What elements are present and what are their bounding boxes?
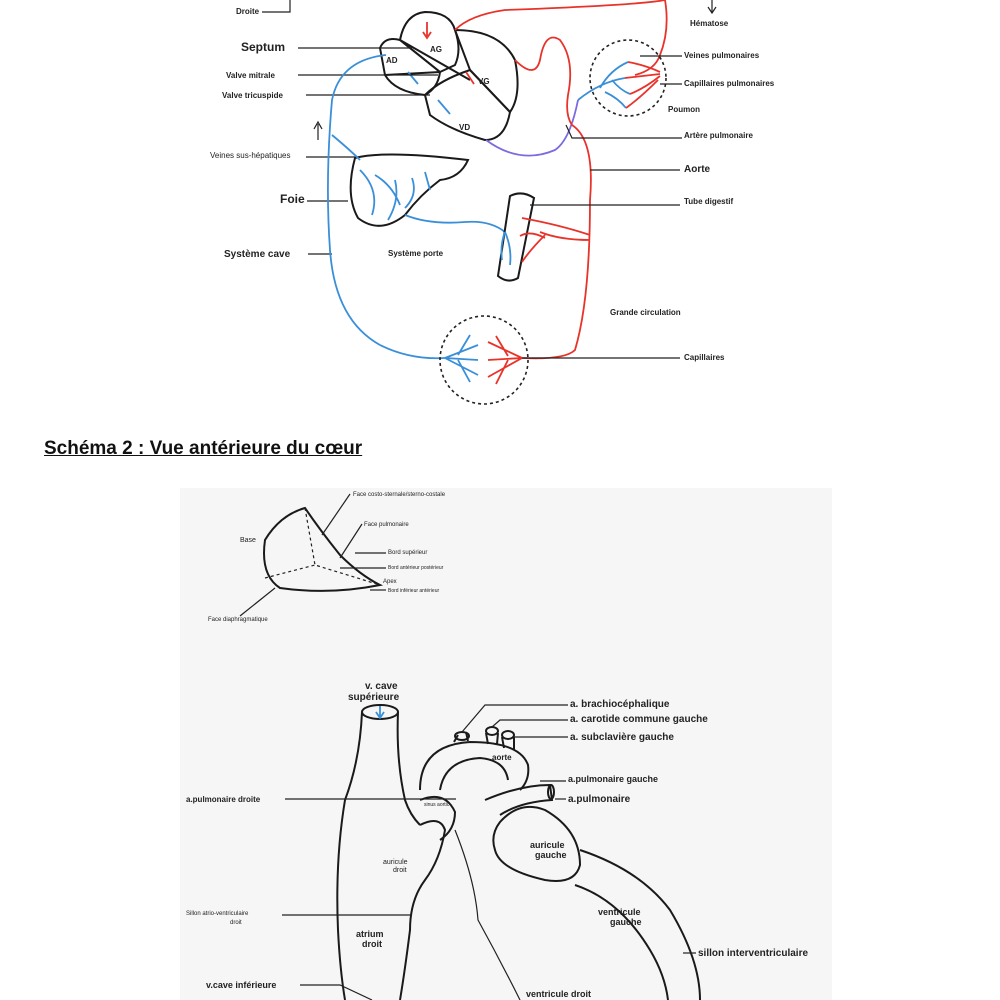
pulmonary-vein-top: [454, 0, 666, 31]
ag-label: AG: [430, 45, 442, 54]
liver-vessels: [359, 169, 431, 221]
ad-label: AD: [386, 56, 398, 65]
systemic-blue-capillaries: [444, 334, 479, 383]
portal-line: [404, 214, 506, 233]
ag-chamber: [398, 10, 460, 74]
droite-label: Droite: [236, 7, 260, 16]
vd-chamber: [423, 68, 512, 142]
blue-arrow-vd: [437, 99, 451, 115]
vg-label: VG: [478, 77, 490, 86]
veines-pulmonaires-text: Veines pulmonaires: [684, 51, 760, 60]
digestive-tube: [496, 192, 536, 282]
septum-line: [399, 39, 471, 81]
hepatic-vein-line: [331, 134, 361, 161]
red-arrow-vg: [465, 71, 475, 85]
schema2-title: Schéma 2 : Vue antérieure du cœur: [44, 438, 363, 459]
tube-digestif-text: Tube digestif: [684, 197, 734, 206]
vena-cava-line: [327, 54, 446, 360]
capillaires-pulmonaires-text: Capillaires pulmonaires: [684, 79, 775, 88]
artere-pulmonaire-text: Artère pulmonaire: [684, 131, 753, 140]
valve-tricuspide-text: Valve tricuspide: [222, 91, 283, 100]
systeme-porte-text: Système porte: [388, 249, 444, 258]
poumon-text: Poumon: [668, 105, 700, 114]
up-arrowhead: [313, 120, 323, 130]
foie-text: Foie: [280, 192, 305, 206]
valve-mitrale-text: Valve mitrale: [226, 71, 275, 80]
liver-shape: [349, 153, 470, 227]
systemic-capillary-circle: [439, 315, 529, 405]
hematose-text: Hématose: [690, 19, 729, 28]
capillaires-text: Capillaires: [684, 353, 725, 362]
systemic-red-capillaries: [487, 335, 523, 385]
droite-line: [262, 0, 291, 13]
anterior-heart-panel: [180, 488, 832, 1000]
lung-red-capillaries: [624, 61, 661, 109]
heart-schematic: [378, 10, 519, 142]
gut-blue-vessels: [500, 231, 512, 266]
artere-pulm-leader: [565, 124, 682, 139]
grande-circulation-text: Grande circulation: [610, 308, 681, 317]
lung-blue-capillaries: [577, 61, 631, 109]
pulmonary-artery-line: [485, 99, 579, 157]
vd-label: VD: [459, 123, 470, 132]
septum-text: Septum: [241, 40, 285, 54]
aorta-line: [514, 36, 592, 360]
gut-red-vessels: [519, 217, 591, 263]
systeme-cave-text: Système cave: [224, 249, 291, 260]
veines-sus-hepatiques-text: Veines sus-hépatiques: [210, 151, 291, 160]
hematose-arrowhead: [707, 6, 717, 15]
pulmonary-vein-return: [634, 0, 668, 76]
aorte-text: Aorte: [684, 164, 711, 175]
circulation-diagram: Droite AG AD VG VD Septum Valve mitrale …: [210, 0, 775, 405]
blue-arrow-ad: [407, 71, 419, 85]
lung-capillary-circle: [589, 39, 667, 117]
red-arrowhead-ag: [422, 31, 432, 40]
